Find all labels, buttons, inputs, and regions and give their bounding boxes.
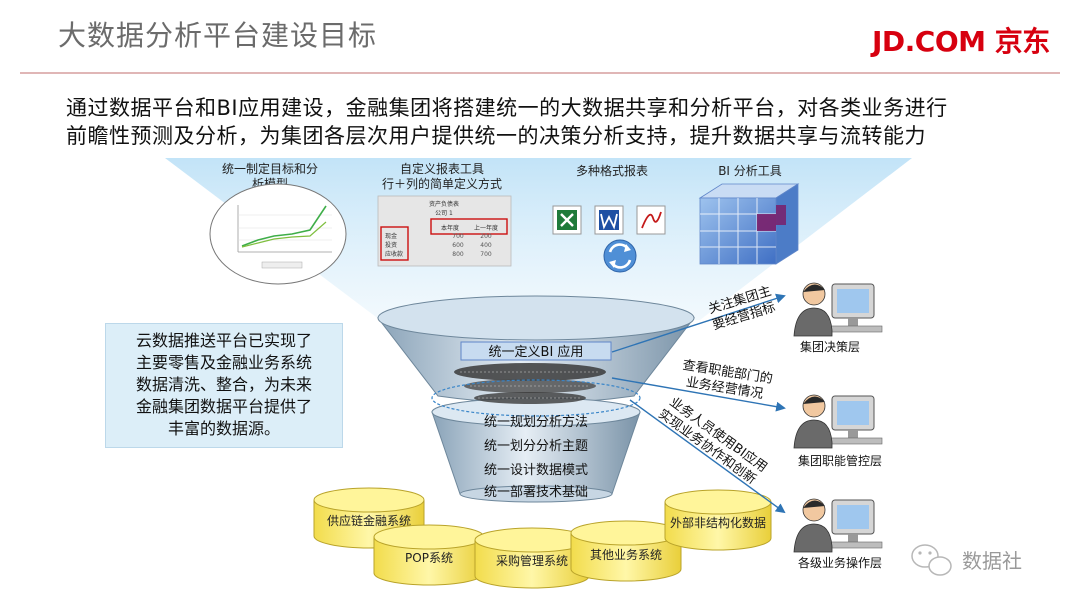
user-role-label: 集团职能管控层 [798, 453, 882, 468]
header-divider [20, 72, 1060, 74]
funnel-layer-label: 统一规划分析方法 [484, 414, 588, 430]
line-chart-thumbnail [209, 183, 347, 285]
user-role-label: 集团决策层 [800, 339, 860, 354]
funnel-layer-label: 统一部署技术基础 [484, 485, 588, 500]
report-cell: 700 [480, 251, 492, 258]
bi-cube-icon [698, 183, 800, 265]
bi-app-layer [460, 341, 612, 361]
arrow-to-decision-layer [611, 293, 786, 353]
refresh-icon [603, 239, 637, 273]
report-col-header: 本年度 [441, 224, 459, 232]
report-row-label: 应收款 [385, 250, 403, 258]
data-source-cylinder [664, 489, 772, 551]
report-row-label: 现金 [385, 232, 397, 240]
word-icon [594, 205, 624, 235]
note-line: 主要零售及金融业务系统 [135, 353, 312, 372]
user-at-computer-icon [793, 394, 883, 449]
funnel-layer-label: 统一设计数据模式 [484, 463, 588, 478]
arrow-to-functional-layer [611, 377, 786, 412]
funnel-layer-label: 统一划分分析主题 [484, 439, 588, 454]
data-source-cylinder [474, 527, 590, 589]
note-line: 丰富的数据源。 [167, 419, 280, 438]
wechat-icon [911, 544, 952, 576]
report-cell: 700 [452, 233, 464, 240]
data-source-label: POP系统 [405, 551, 453, 565]
user-at-computer-icon [793, 498, 883, 553]
report-row-label: 投资 [385, 241, 397, 249]
report-col-header: 上一年度 [474, 224, 498, 232]
watermark-text: 数据社 [962, 549, 1022, 573]
pdf-icon [636, 205, 666, 235]
report-cell: 400 [480, 242, 492, 249]
intro-text-line-1: 通过数据平台和BI应用建设，金融集团将搭建统一的大数据共享和分析平台，对各类业务… [66, 96, 948, 120]
data-source-cylinder [373, 524, 485, 586]
cloud-push-note: 云数据推送平台已实现了 主要零售及金融业务系统 数据清洗、整合，为未来 金融集团… [105, 323, 343, 448]
note-line: 数据清洗、整合，为未来 [135, 375, 312, 394]
excel-icon [552, 205, 582, 235]
brand-logo: JD.COM 京东 [872, 25, 1050, 58]
report-title: 资产负债表 [429, 200, 459, 208]
user-at-computer-icon [793, 282, 883, 337]
report-company: 公司 1 [435, 210, 453, 217]
funnel-layer-label: 统一定义BI 应用 [489, 344, 584, 360]
arrow-to-operation-layer [629, 399, 786, 514]
intro-text-line-2: 前瞻性预测及分析，为集团各层次用户提供统一的决策分析支持，提升数据共享与流转能力 [66, 124, 926, 148]
data-source-label: 供应链金融系统 [327, 513, 411, 528]
note-line: 云数据推送平台已实现了 [135, 331, 312, 350]
report-cell: 600 [452, 242, 464, 249]
capability-caption: 多种格式报表 [576, 163, 648, 178]
report-thumbnail: 资产负债表 公司 1 本年度 上一年度 现金 投资 应收款 700 200 60… [377, 195, 512, 267]
capability-caption: 统一制定目标和分 [222, 161, 318, 176]
report-cell: 200 [480, 233, 492, 240]
data-source-label: 采购管理系统 [496, 553, 568, 568]
data-source-cylinder [570, 520, 682, 582]
capability-caption: 行＋列的简单定义方式 [382, 176, 502, 191]
note-line: 金融集团数据平台提供了 [135, 397, 312, 416]
data-source-label: 外部非结构化数据 [670, 515, 766, 530]
data-source-label: 其他业务系统 [590, 547, 662, 562]
capability-caption: 自定义报表工具 [400, 161, 484, 176]
user-role-label: 各级业务操作层 [798, 555, 882, 570]
capability-caption: BI 分析工具 [718, 164, 782, 178]
report-cell: 800 [452, 251, 464, 258]
page-title: 大数据分析平台建设目标 [58, 19, 378, 52]
